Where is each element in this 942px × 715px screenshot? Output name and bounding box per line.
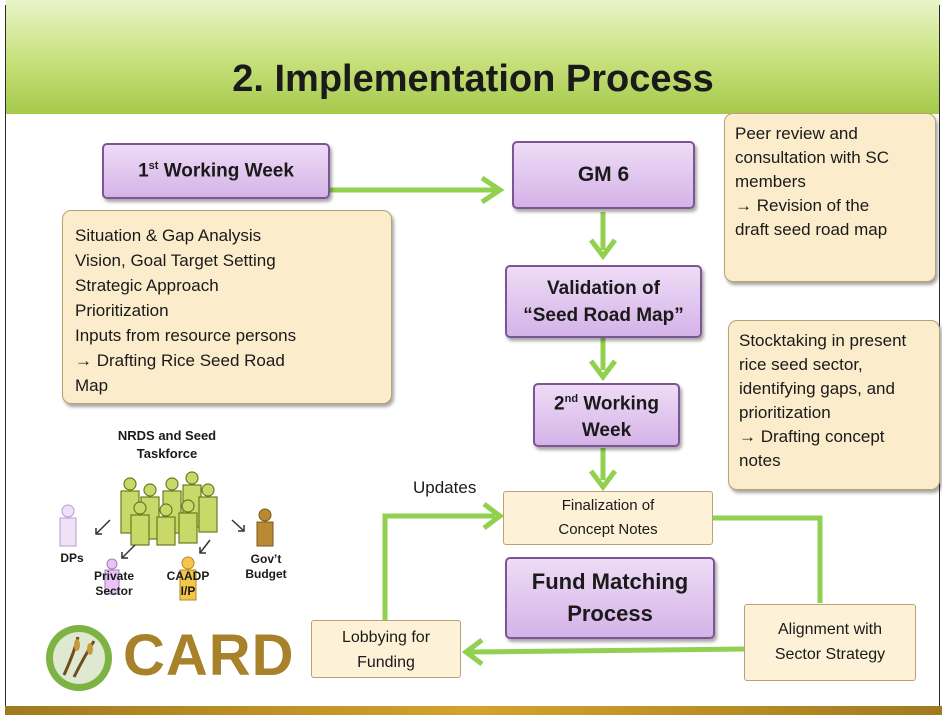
private-sector-person-icon (104, 558, 120, 595)
arrow-finalization-to-alignment (713, 515, 823, 603)
dp-person-icon (59, 504, 77, 547)
slide-title: 2. Implementation Process (232, 58, 714, 100)
arrow-alignment-to-lobbying (469, 646, 746, 655)
caadp-label: CAADP I/P (166, 569, 210, 598)
finalization-node: Finalization of Concept Notes (503, 491, 713, 545)
stakeholder-group-title: NRDS and Seed Taskforce (117, 428, 217, 461)
updates-label: Updates (413, 478, 477, 497)
bottom-accent-bar (5, 706, 942, 715)
gm6-node: GM 6 (512, 141, 695, 209)
card-logo-text: CARD (123, 623, 295, 688)
title-banner (6, 0, 940, 114)
stocktaking-note: Stocktaking in present rice seed sector,… (728, 320, 940, 490)
validation-node: Validation of “Seed Road Map” (505, 265, 702, 338)
week1-tasks-note: Situation & Gap Analysis Vision, Goal Ta… (62, 210, 392, 404)
fund-matching-node: Fund Matching Process (505, 557, 715, 639)
alignment-node: Alignment with Sector Strategy (744, 604, 916, 681)
private-sector-label: Private Sector (93, 569, 135, 598)
govt-budget-label: Gov’t Budget (245, 552, 287, 581)
lobbying-node: Lobbying for Funding (311, 620, 461, 678)
caadp-person-icon (179, 556, 197, 601)
arrow-lobbying-to-finalization (382, 513, 495, 620)
dps-label: DPs (60, 551, 84, 565)
first-working-week-node: 1st Working Week (102, 143, 330, 199)
card-logo-emblem-icon (46, 625, 112, 691)
peer-review-note: Peer review and consultation with SC mem… (724, 113, 936, 282)
second-working-week-node: 2nd Working Week (533, 383, 680, 447)
govt-budget-person-icon (256, 508, 274, 547)
taskforce-people-icon (120, 471, 218, 546)
